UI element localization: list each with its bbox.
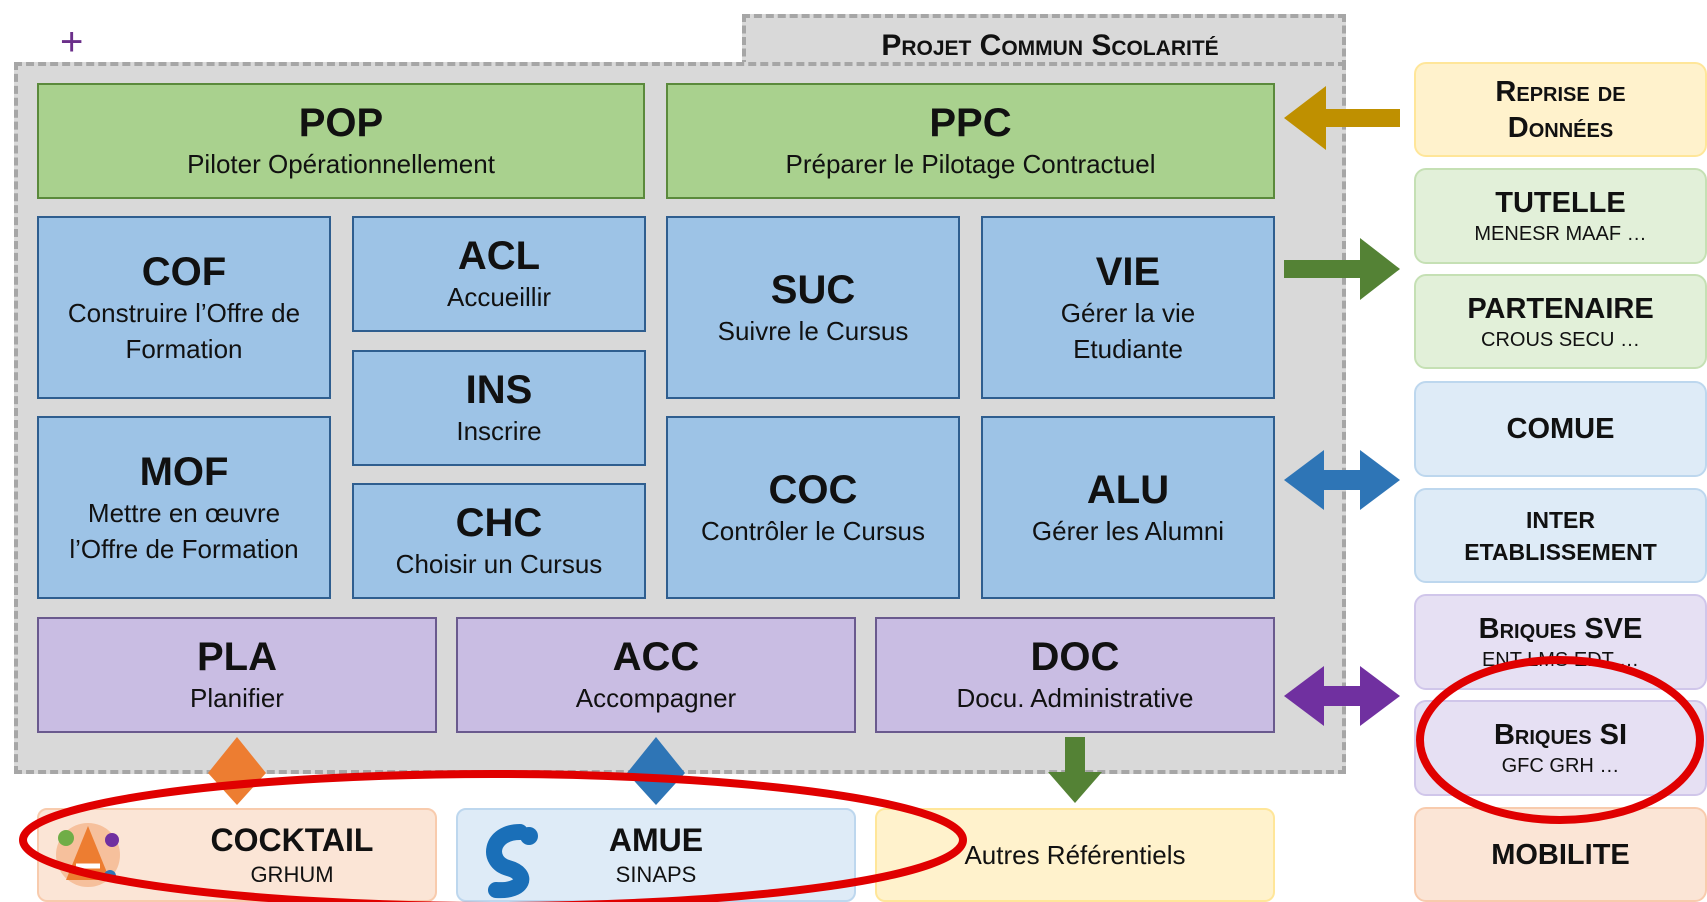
side-subtitle: MENESR MAAF … (1474, 223, 1647, 245)
cocktail-link-diamond-icon (208, 737, 266, 805)
module-code: ALU (1086, 467, 1170, 512)
project-title: Projet Commun Scolarité (881, 29, 1219, 62)
module-code: COF (141, 249, 227, 294)
side-title: PARTENAIRE (1467, 292, 1654, 325)
module-desc: Suivre le Cursus (717, 315, 909, 346)
module-pop[interactable]: POP Piloter Opérationnellement (37, 83, 645, 199)
bottom-title: COCKTAIL (210, 822, 374, 858)
module-desc: l’Offre de Formation (69, 533, 299, 564)
module-coc[interactable]: COC Contrôler le Cursus (666, 416, 960, 599)
bottom-title: AMUE (608, 822, 704, 858)
module-desc: Docu. Administrative (956, 683, 1194, 713)
module-code: DOC (1030, 635, 1120, 679)
module-code: COC (768, 467, 858, 512)
side-title: TUTELLE (1495, 187, 1626, 219)
module-code: INS (465, 368, 533, 412)
module-code: PLA (197, 635, 277, 679)
module-desc: Piloter Opérationnellement (187, 149, 495, 179)
module-desc: Accompagner (575, 683, 737, 713)
highlight-ellipse-bottom (19, 770, 967, 902)
module-desc: Construire l’Offre de (67, 297, 301, 328)
side-inter-etablissement[interactable]: INTER ETABLISSEMENT (1414, 488, 1707, 583)
module-pla[interactable]: PLA Planifier (37, 617, 437, 733)
module-desc: Planifier (190, 683, 284, 713)
bottom-title: Autres Référentiels (964, 840, 1186, 870)
amue-logo-icon (486, 824, 538, 899)
side-title: INTER (1526, 506, 1595, 533)
side-subtitle: GFC GRH … (1501, 755, 1620, 777)
module-code: POP (298, 101, 384, 145)
module-code: SUC (770, 267, 856, 312)
module-ins[interactable]: INS Inscrire (352, 350, 646, 466)
module-vie[interactable]: VIE Gérer la vie Etudiante (981, 216, 1275, 399)
module-chc[interactable]: CHC Choisir un Cursus (352, 483, 646, 599)
comue-double-arrow-icon (1284, 450, 1400, 510)
bottom-subtitle: SINAPS (615, 862, 697, 887)
side-title: ETABLISSEMENT (1464, 538, 1657, 565)
side-partenaire[interactable]: PARTENAIRE CROUS SECU … (1414, 274, 1707, 369)
side-tutelle[interactable]: TUTELLE MENESR MAAF … (1414, 168, 1707, 264)
side-title: Reprise de (1495, 75, 1626, 108)
module-desc: Inscrire (456, 416, 542, 446)
module-desc: Préparer le Pilotage Contractuel (785, 149, 1156, 179)
module-desc: Accueillir (446, 282, 552, 312)
module-desc: Formation (125, 333, 243, 364)
side-briques-sve[interactable]: Briques SVE ENT LMS EDT … (1414, 594, 1707, 690)
module-code: ACC (612, 635, 700, 679)
module-doc[interactable]: DOC Docu. Administrative (875, 617, 1275, 733)
module-code: PPC (929, 101, 1012, 145)
reprise-arrow-icon (1284, 86, 1400, 150)
side-briques-si[interactable]: Briques SI GFC GRH … (1414, 700, 1707, 796)
module-code: ACL (457, 234, 541, 278)
amue-link-diamond-icon (627, 737, 685, 805)
autres-down-arrow-icon (1048, 737, 1102, 803)
side-title: MOBILITE (1491, 838, 1630, 871)
module-code: MOF (139, 449, 229, 494)
module-code: CHC (455, 501, 543, 545)
side-title: Briques SVE (1478, 613, 1643, 645)
module-desc: Contrôler le Cursus (701, 515, 925, 546)
module-acl[interactable]: ACL Accueillir (352, 216, 646, 332)
highlight-ellipse-side (1416, 656, 1704, 824)
project-title-tab (742, 14, 1346, 68)
side-reprise-donnees[interactable]: Reprise de Données (1414, 62, 1707, 157)
module-alu[interactable]: ALU Gérer les Alumni (981, 416, 1275, 599)
tutelle-arrow-icon (1284, 238, 1400, 300)
module-desc: Choisir un Cursus (395, 549, 603, 579)
side-title: COMUE (1506, 413, 1615, 445)
module-desc: Gérer les Alumni (1031, 515, 1225, 546)
module-suc[interactable]: SUC Suivre le Cursus (666, 216, 960, 399)
module-desc: Gérer la vie (1060, 297, 1196, 328)
bottom-subtitle: GRHUM (250, 862, 334, 887)
side-subtitle: CROUS SECU … (1481, 328, 1640, 351)
module-mof[interactable]: MOF Mettre en œuvre l’Offre de Formation (37, 416, 331, 599)
plus-mark: + (60, 20, 84, 64)
side-comue[interactable]: COMUE (1414, 381, 1707, 477)
module-desc: Etudiante (1073, 333, 1183, 364)
module-cof[interactable]: COF Construire l’Offre de Formation (37, 216, 331, 399)
briques-double-arrow-icon (1284, 666, 1400, 726)
side-title: Données (1507, 111, 1614, 144)
module-ppc[interactable]: PPC Préparer le Pilotage Contractuel (666, 83, 1275, 199)
module-acc[interactable]: ACC Accompagner (456, 617, 856, 733)
module-desc: Mettre en œuvre (87, 497, 281, 528)
module-code: VIE (1095, 249, 1161, 294)
side-title: Briques SI (1493, 719, 1628, 751)
